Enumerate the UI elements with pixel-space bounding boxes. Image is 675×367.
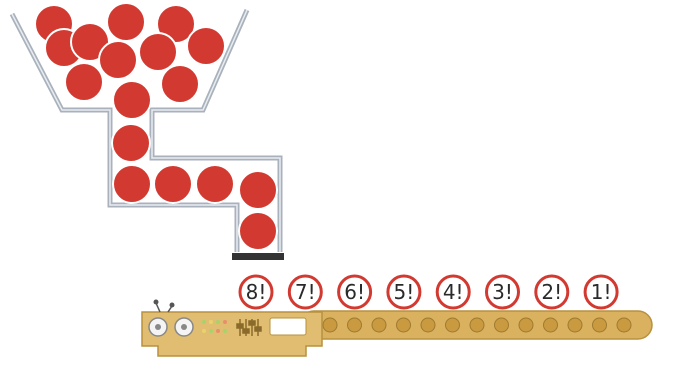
belt-roller bbox=[617, 318, 631, 332]
factorial-label: 2! bbox=[536, 276, 568, 308]
factorial-label-text: 1! bbox=[591, 280, 612, 304]
ball bbox=[239, 171, 277, 209]
ball bbox=[65, 63, 103, 101]
ball bbox=[112, 124, 150, 162]
belt-roller bbox=[421, 318, 435, 332]
ball bbox=[154, 165, 192, 203]
factorial-label: 4! bbox=[437, 276, 469, 308]
ball bbox=[187, 27, 225, 65]
belt-roller bbox=[495, 318, 509, 332]
ball bbox=[113, 165, 151, 203]
belt-roller bbox=[372, 318, 386, 332]
ball bbox=[161, 65, 199, 103]
belt-roller bbox=[323, 318, 337, 332]
hopper-gate bbox=[232, 253, 284, 260]
display-screen-icon bbox=[270, 318, 306, 335]
factorial-label-text: 4! bbox=[443, 280, 464, 304]
factorial-label: 8! bbox=[240, 276, 272, 308]
control-machine bbox=[142, 300, 322, 357]
ball bbox=[99, 41, 137, 79]
belt-roller bbox=[519, 318, 533, 332]
factorial-label-text: 2! bbox=[541, 280, 562, 304]
ball-pile bbox=[35, 3, 277, 250]
factorial-label: 7! bbox=[289, 276, 321, 308]
tape-reel-icon bbox=[175, 318, 193, 336]
factorial-label-text: 5! bbox=[394, 280, 415, 304]
factorial-label: 6! bbox=[339, 276, 371, 308]
factorial-label-text: 7! bbox=[295, 280, 316, 304]
belt-roller bbox=[348, 318, 362, 332]
belt-roller bbox=[568, 318, 582, 332]
belt-roller bbox=[397, 318, 411, 332]
belt-roller bbox=[470, 318, 484, 332]
conveyor-belt bbox=[300, 311, 652, 339]
factorial-label-text: 8! bbox=[246, 280, 267, 304]
belt-roller bbox=[544, 318, 558, 332]
belt-roller bbox=[446, 318, 460, 332]
belt-roller bbox=[593, 318, 607, 332]
tape-reel-icon bbox=[149, 318, 167, 336]
factorial-label: 1! bbox=[585, 276, 617, 308]
factorial-labels: 8! 7! 6! 5! 4! 3! 2! 1! bbox=[240, 276, 617, 308]
factorial-label: 3! bbox=[487, 276, 519, 308]
ball bbox=[239, 212, 277, 250]
factorial-label-text: 6! bbox=[344, 280, 365, 304]
ball bbox=[107, 3, 145, 41]
ball bbox=[139, 33, 177, 71]
ball bbox=[196, 165, 234, 203]
ball bbox=[113, 81, 151, 119]
factorial-label-text: 3! bbox=[492, 280, 513, 304]
factorial-label: 5! bbox=[388, 276, 420, 308]
